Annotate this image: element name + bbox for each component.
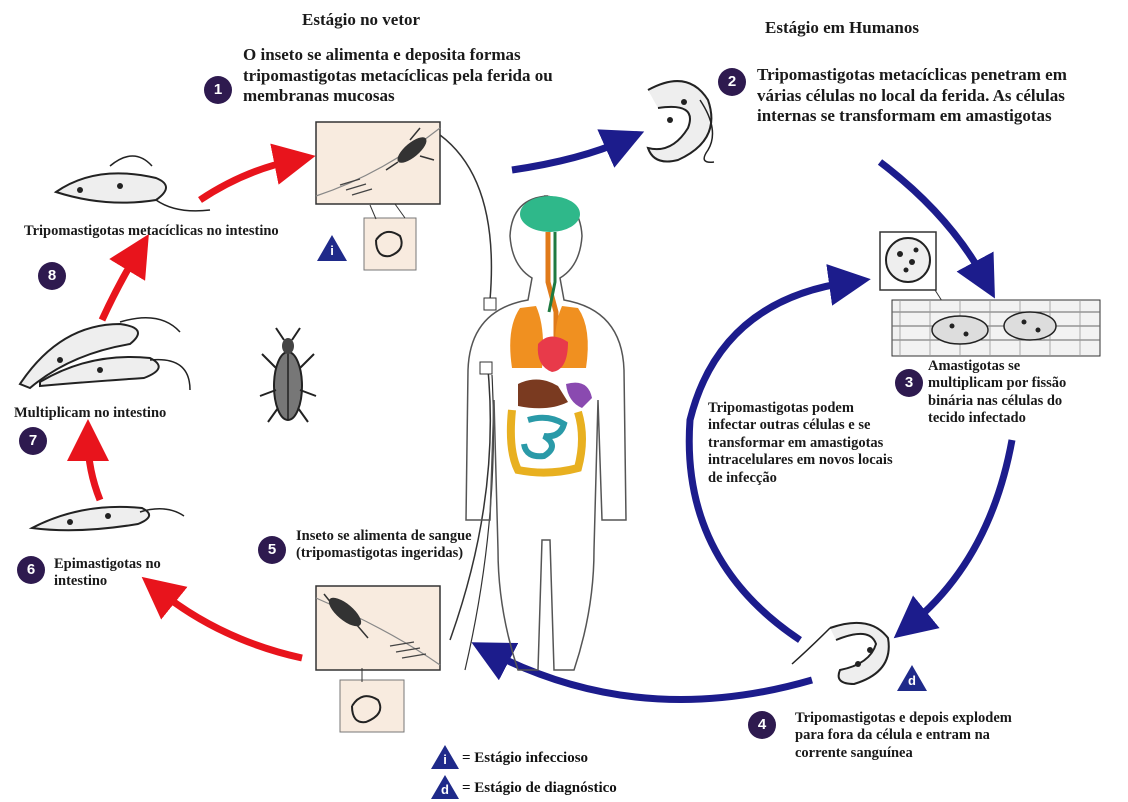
epimastigote-icon xyxy=(32,507,184,530)
arrow-8-to-1 xyxy=(200,160,295,200)
arrow-5-to-6 xyxy=(158,590,302,658)
step-4-text: Tripomastigotas e depois explodem para f… xyxy=(795,710,1015,762)
infective-stage-marker: i xyxy=(316,234,348,262)
muscle-tissue-icon xyxy=(892,300,1100,356)
step-badge-7: 7 xyxy=(19,427,47,455)
step-badge-1: 1 xyxy=(204,76,232,104)
epimastigote-multiplying-icon xyxy=(20,318,190,390)
arrow-6-to-7 xyxy=(88,440,100,500)
step-badge-6: 6 xyxy=(17,556,45,584)
step-badge-8: 8 xyxy=(38,262,66,290)
arrow-7-to-8 xyxy=(102,252,138,320)
arrow-3-to-4 xyxy=(910,440,1012,625)
diagnostic-stage-marker: d xyxy=(896,664,928,692)
arrow-1-to-2 xyxy=(512,140,625,170)
reinfection-note: Tripomastigotas podem infectar outras cé… xyxy=(708,400,898,487)
trypomastigote-intestine-icon xyxy=(56,156,210,211)
diagnostic-marker-glyph: d xyxy=(896,673,928,688)
step-7-text: Multiplicam no intestino xyxy=(14,405,234,422)
step-2-text: Tripomastigotas metacíclicas penetram em… xyxy=(757,65,1067,127)
trypomastigote-blood-icon xyxy=(792,623,889,684)
legend-infective-label: = Estágio infeccioso xyxy=(462,750,588,767)
connector-bottom-2 xyxy=(465,375,493,670)
legend-infective-icon: i xyxy=(430,744,460,770)
legend-diagnostic-glyph: d xyxy=(429,782,461,797)
step-badge-2: 2 xyxy=(718,68,746,96)
heading-vector-stage: Estágio no vetor xyxy=(302,10,420,30)
step-8-text: Tripomastigotas metacíclicas no intestin… xyxy=(24,223,294,240)
step-1-text: O inseto se alimenta e deposita formas t… xyxy=(243,45,623,107)
step-badge-5: 5 xyxy=(258,536,286,564)
legend-diagnostic-icon: d xyxy=(430,774,460,800)
legend-diagnostic-label: = Estágio de diagnóstico xyxy=(462,780,617,797)
triatomine-bug-icon xyxy=(260,328,316,422)
trypomastigote-icon xyxy=(648,81,714,162)
step-badge-4: 4 xyxy=(748,711,776,739)
step-3-text: Amastigotas se multiplicam por fissão bi… xyxy=(928,358,1098,428)
vector-feeding-inset-bottom xyxy=(316,586,440,732)
step-5-text: Inseto se alimenta de sangue (tripomasti… xyxy=(296,528,496,563)
step-badge-3: 3 xyxy=(895,369,923,397)
connector-bottom xyxy=(450,370,490,640)
connector-top xyxy=(440,135,491,300)
step-6-text: Epimastigotas no intestino xyxy=(54,556,214,591)
infective-marker-glyph: i xyxy=(316,243,348,258)
legend-infective-glyph: i xyxy=(429,752,461,767)
heading-human-stage: Estágio em Humanos xyxy=(765,18,919,38)
